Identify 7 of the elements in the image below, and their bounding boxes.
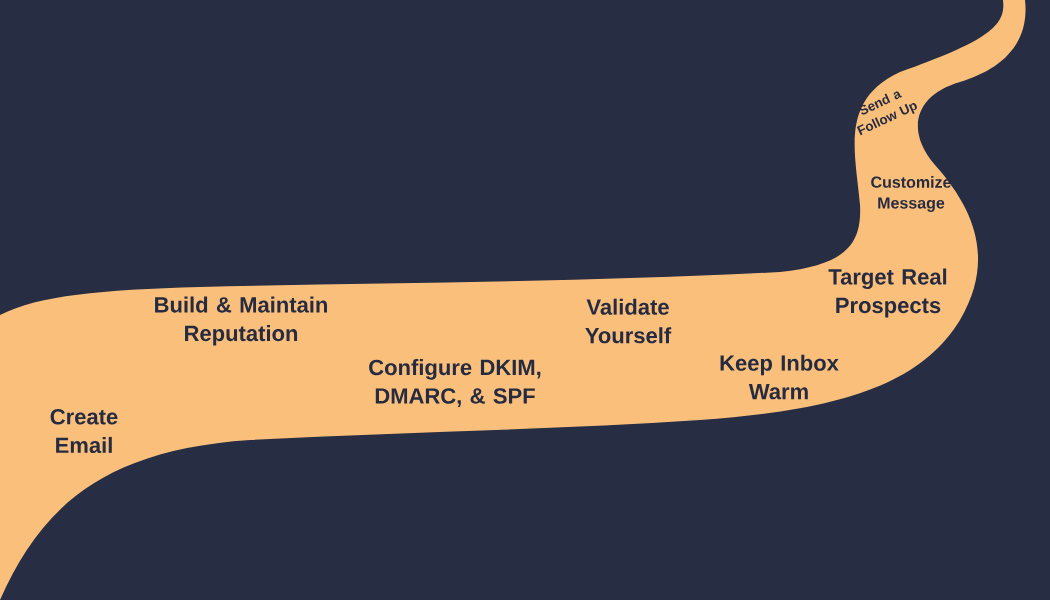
step-label: Keep Inbox Warm [720, 354, 839, 400]
step-label: Create Email [50, 408, 118, 454]
step-label: Build & Maintain Reputation [155, 296, 327, 346]
step-label: Target Real Prospects [828, 268, 947, 318]
step-label: Validate Yourself [585, 298, 672, 344]
step-label: Customize Message [871, 176, 951, 212]
step-label: Configure DKIM, DMARC, & SPF [369, 359, 541, 407]
